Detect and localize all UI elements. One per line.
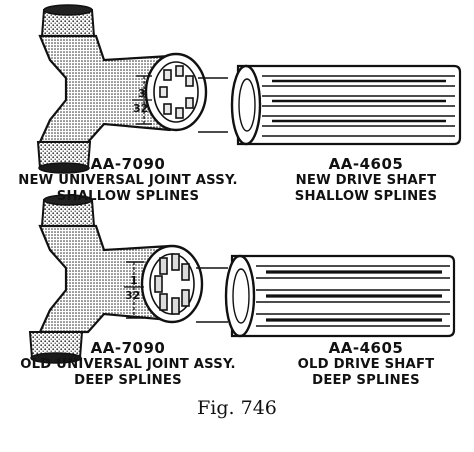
dimension-label-old: 1 32 bbox=[124, 274, 144, 302]
shaft-old-spline-type: DEEP SPLINES bbox=[312, 373, 420, 388]
joint-old-spline-type: DEEP SPLINES bbox=[74, 373, 182, 388]
dimension-whole-old: 1 bbox=[130, 274, 138, 287]
shaft-new-spline-type: SHALLOW SPLINES bbox=[294, 189, 438, 204]
figure-caption: Fig. 746 bbox=[197, 397, 277, 419]
joint-new-part-number: AA-7090 bbox=[90, 155, 166, 173]
shaft-new-part-number: AA-4605 bbox=[328, 155, 404, 173]
dimension-denominator-new: 32 bbox=[133, 102, 148, 115]
drive-shaft-old bbox=[224, 254, 456, 338]
universal-joint-new bbox=[36, 4, 228, 174]
shaft-old-part-number: AA-4605 bbox=[328, 339, 404, 357]
joint-new-spline-type: SHALLOW SPLINES bbox=[56, 189, 200, 204]
shaft-new-description: NEW DRIVE SHAFT bbox=[295, 173, 437, 188]
shaft-old-description: OLD DRIVE SHAFT bbox=[297, 357, 435, 372]
drive-shaft-new bbox=[230, 64, 462, 146]
dimension-denominator-old: 32 bbox=[125, 289, 140, 302]
joint-new-description: NEW UNIVERSAL JOINT ASSY. bbox=[18, 173, 238, 188]
universal-joint-old bbox=[28, 194, 228, 364]
dimension-whole-new: 3 bbox=[138, 87, 146, 100]
dimension-label-new: 3 32 bbox=[132, 87, 152, 115]
joint-old-description: OLD UNIVERSAL JOINT ASSY. bbox=[20, 357, 236, 372]
joint-old-part-number: AA-7090 bbox=[90, 339, 166, 357]
